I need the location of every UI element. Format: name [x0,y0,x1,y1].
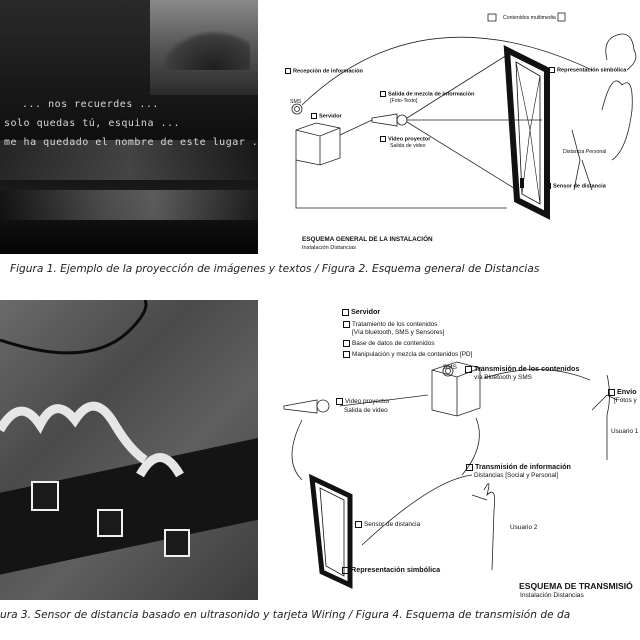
bullet-square [342,308,349,316]
spectator-figure [571,129,593,191]
video-projector-icon [283,399,318,414]
user1-figure [591,374,618,460]
spectator-figure [601,80,633,161]
label-base-datos: Base de datos de contenidos [343,340,434,348]
bullet-square [311,113,317,119]
bullet-square [549,67,555,73]
projector-lens [396,114,408,126]
projection-screen [503,44,550,220]
label-sensor: Sensor de distancia [545,183,606,190]
projection-screen [309,473,353,589]
label-envio: Envío [608,387,637,397]
label-manipulacion: Manipulación y mezcla de contenidos [PD] [343,351,472,359]
bullet-square [336,398,343,405]
sms-antenna-icon [445,368,451,374]
label-representacion: Representación simbólica [549,67,626,74]
figure3-sensor-photo [0,300,258,600]
arrow-projector-screen [291,419,303,481]
label-salida-video: Salida de video [344,407,388,414]
arrow-user1-server [483,369,591,381]
projector-lens [316,399,330,413]
label-via-bluetooth: vía Bluetooth y SMS [474,374,532,381]
label-recepcion: Recepción de información [285,68,363,75]
label-distancia-personal: Distancia Personal [563,149,607,155]
caption-figures-3-4: ura 3. Sensor de distancia basado en ult… [0,609,571,621]
server-projector-line [339,119,373,136]
caption-figures-1-2: Figura 1. Ejemplo de la proyección de im… [10,263,540,275]
sms-antenna-icon [294,106,300,112]
figure4-diagram [283,361,618,589]
user2-figure [471,483,496,571]
label-sensor: Sensor de distancia [355,521,420,529]
label-tratamiento-sub: [Vía bluetooth, SMS y Sensores] [352,329,445,336]
arrow-sensor-user2 [361,474,473,546]
arrow-server-projector [339,394,429,407]
bullet-square [355,521,362,528]
bullet-square [343,340,350,347]
hill-silhouette [160,30,250,70]
ultrasonic-sensor [164,529,190,557]
server-cube [295,122,341,166]
figure2-title: ESQUEMA GENERAL DE LA INSTALACIÓN [302,236,433,243]
image-band [0,140,258,180]
bullet-square [545,183,551,189]
bullet-square [465,365,472,373]
bullet-square [380,136,386,142]
label-foto-texto: [Foto-Texto] [390,98,418,104]
bullet-square [342,566,349,574]
label-representacion: Representación simbólica [342,565,440,575]
label-sms: SMS [290,99,302,105]
figure2-diagram [291,12,637,220]
figure4-title: ESQUEMA DE TRANSMISIÓ [519,581,633,591]
sms-antenna-icon [291,103,303,115]
label-usuario1: Usuario 1 [611,428,639,435]
label-servidor: Servidor [342,307,380,317]
image-band [0,190,258,220]
label-transmision-contenidos: Transmisión de los contenidos [465,364,579,374]
label-usuario2: Usuario 2 [510,524,538,531]
distance-sensor [348,540,351,548]
label-salida-mezcla: Salida de mezcla de información [380,91,474,98]
label-tratamiento: Tratamiento de los contenidos [343,321,437,329]
label-sms: SMS [443,364,457,371]
bullet-square [608,388,615,396]
return-line [295,160,507,209]
bullet-square [380,91,386,97]
bullet-square [343,351,350,358]
projected-text-line: solo quedas tú, esquina ... [4,118,181,129]
label-fotos: [Fotos y [614,397,637,404]
sms-antenna-icon [442,365,454,377]
label-distancias: Distancias [Social y Personal] [474,472,559,479]
bullet-square [285,68,291,74]
server-cube [431,361,481,417]
projected-text-line: ... nos recuerdes ... [22,99,159,110]
projected-text-line: me ha quedado el nombre de este lugar ..… [4,137,258,148]
bullet-square [343,321,350,328]
projection-beam [406,54,542,191]
content-icon [487,13,497,22]
arc-connection [301,36,593,106]
sensor-cables [0,300,190,557]
ultrasonic-sensor [31,481,59,511]
label-transmision-info: Transmisión de información [466,462,571,472]
black-cable [0,300,148,355]
figure2-subtitle: Instalación Distancias [302,245,357,251]
label-salida-video: Salida de video [390,143,426,149]
content-icon [557,12,566,22]
ribbon-cable [136,453,184,478]
tree-sketch [605,33,637,71]
label-video-proyector: Video proyector [336,398,390,406]
bullet-square [466,463,473,471]
label-servidor: Servidor [311,113,342,120]
label-video-proyector: Video proyector [380,136,430,143]
label-contenidos-multimedia: Contenidos multimedia [503,15,556,21]
figure1-projection-photo: ... nos recuerdes ... solo quedas tú, es… [0,0,258,254]
ultrasonic-sensor [97,509,123,537]
distance-sensor [520,178,524,188]
video-projector-icon [371,113,398,127]
figure4-subtitle: Instalación Distancias [520,592,584,599]
ribbon-cable [0,401,148,464]
